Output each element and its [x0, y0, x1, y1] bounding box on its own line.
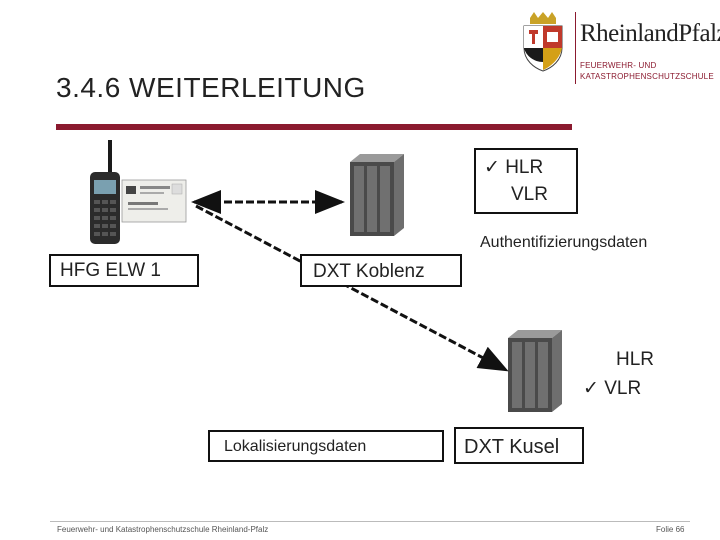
- footer-divider: [50, 521, 690, 522]
- location-data-label: Lokalisierungsdaten: [208, 430, 444, 462]
- arrow-device-server2: [195, 204, 509, 372]
- footer-slide-number: Folie 66: [656, 525, 685, 534]
- logo-name: RheinlandPfalz: [580, 20, 720, 47]
- server2-note-line2: ✓ VLR: [583, 378, 642, 399]
- server2-label: DXT Kusel: [454, 427, 584, 464]
- school-logo: RheinlandPfalz FEUERWEHR- UND KATASTROPH…: [520, 10, 720, 90]
- server2-register-note: HLR ✓ VLR: [583, 347, 681, 411]
- radio-handset-icon: [90, 140, 120, 244]
- server1-label: DXT Koblenz: [300, 254, 462, 287]
- server2-note-line1: HLR: [616, 349, 655, 370]
- logo-subtitle-2: KATASTROPHENSCHUTZSCHULE: [580, 72, 714, 81]
- device-label: HFG ELW 1: [49, 254, 199, 287]
- footer-org: Feuerwehr- und Katastrophenschutzschule …: [57, 525, 269, 534]
- server1-note-line1: ✓ HLR: [484, 157, 544, 178]
- server1-register-note: ✓ HLR VLR: [474, 148, 578, 214]
- page-title: 3.4.6 WEITERLEITUNG: [56, 72, 366, 103]
- logo-divider: [575, 12, 576, 84]
- server-koblenz-icon: [350, 154, 404, 236]
- server-kusel-icon: [508, 330, 562, 412]
- sim-card-icon: [121, 179, 187, 223]
- auth-data-label: Authentifizierungsdaten: [480, 234, 648, 251]
- logo-subtitle-1: FEUERWEHR- UND: [580, 61, 657, 70]
- title-underline: [56, 124, 572, 130]
- coat-of-arms-icon: [523, 12, 563, 72]
- server1-note-line2: VLR: [511, 184, 548, 205]
